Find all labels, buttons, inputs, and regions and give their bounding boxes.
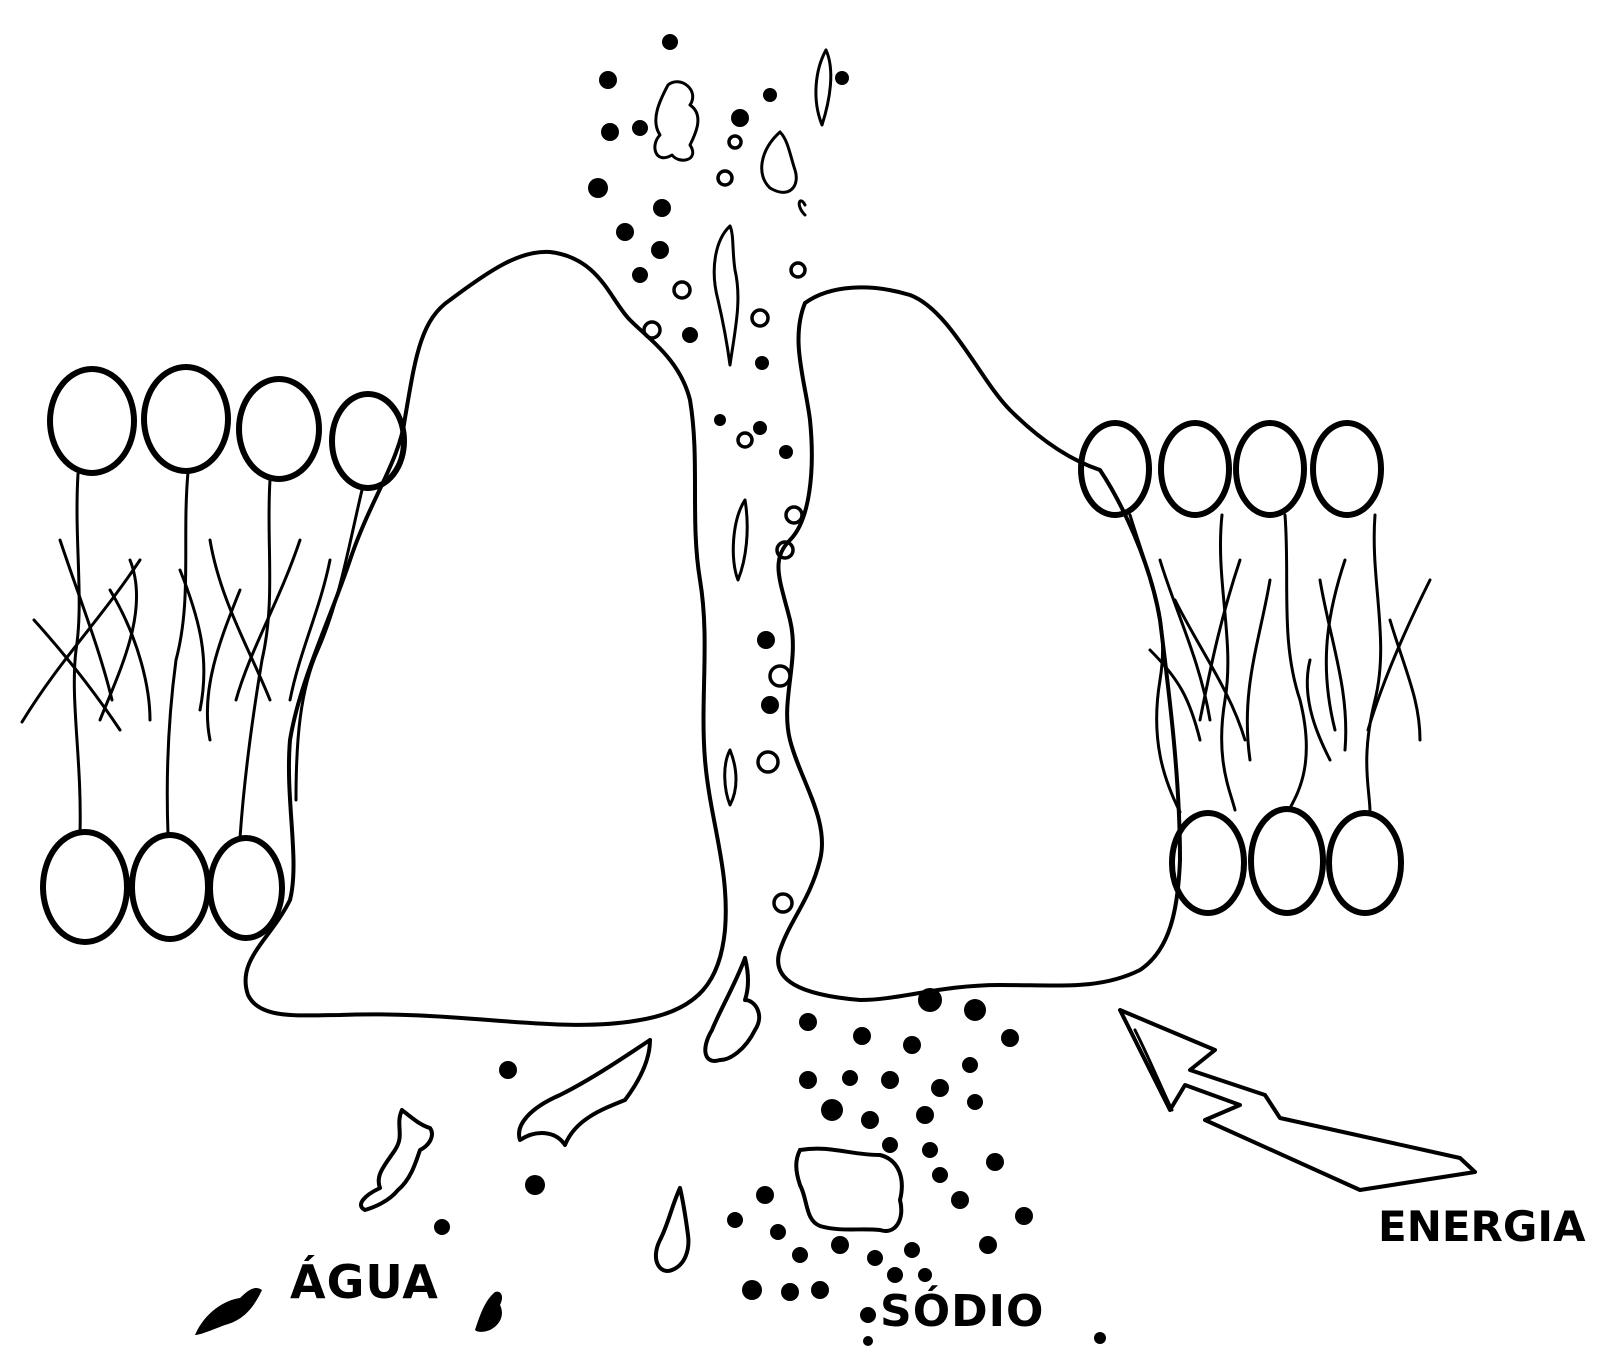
protein-left-lobe — [245, 252, 725, 1025]
label-sodio: SÓDIO — [880, 1286, 1044, 1337]
left-upper-phospholipid-heads — [50, 367, 404, 488]
label-energia: ENERGIA — [1378, 1202, 1585, 1251]
left-fatty-acid-tails — [22, 472, 362, 838]
transport-protein — [245, 252, 1180, 1025]
label-agua: ÁGUA — [290, 1255, 439, 1309]
energy-arrow — [1120, 1010, 1475, 1190]
left-phospholipid-bilayer — [22, 367, 404, 942]
right-upper-phospholipid-heads — [1081, 423, 1381, 515]
left-lower-phospholipid-heads — [43, 832, 282, 942]
protein-right-lobe — [778, 287, 1180, 1000]
energy-arrow-shape — [1120, 1010, 1475, 1190]
right-lower-phospholipid-heads — [1172, 809, 1401, 913]
right-phospholipid-bilayer — [1081, 423, 1430, 913]
